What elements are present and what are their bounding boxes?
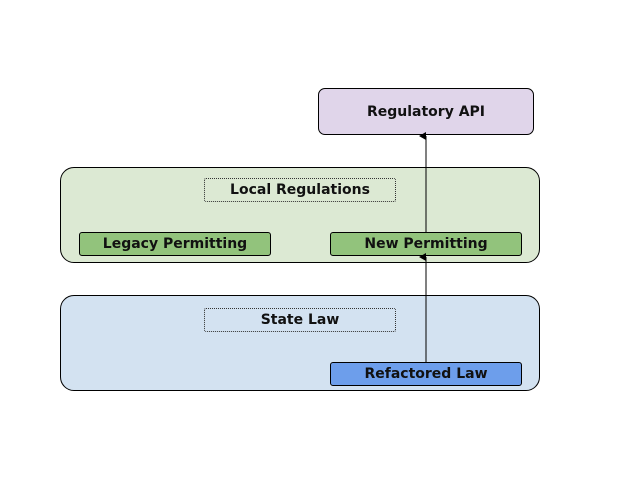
refactored-law-label: Refactored Law [364,366,488,382]
local-regulations-title: Local Regulations [204,178,396,202]
local-regulations-label: Local Regulations [230,182,370,198]
state-law-title: State Law [204,308,396,332]
new-permitting-box: New Permitting [330,232,522,256]
legacy-permitting-box: Legacy Permitting [79,232,271,256]
regulatory-api-label: Regulatory API [366,103,486,120]
new-permitting-label: New Permitting [364,236,488,252]
refactored-law-box: Refactored Law [330,362,522,386]
regulatory-api-box: Regulatory API [318,88,534,135]
legacy-permitting-label: Legacy Permitting [102,236,248,252]
state-law-label: State Law [260,312,340,328]
